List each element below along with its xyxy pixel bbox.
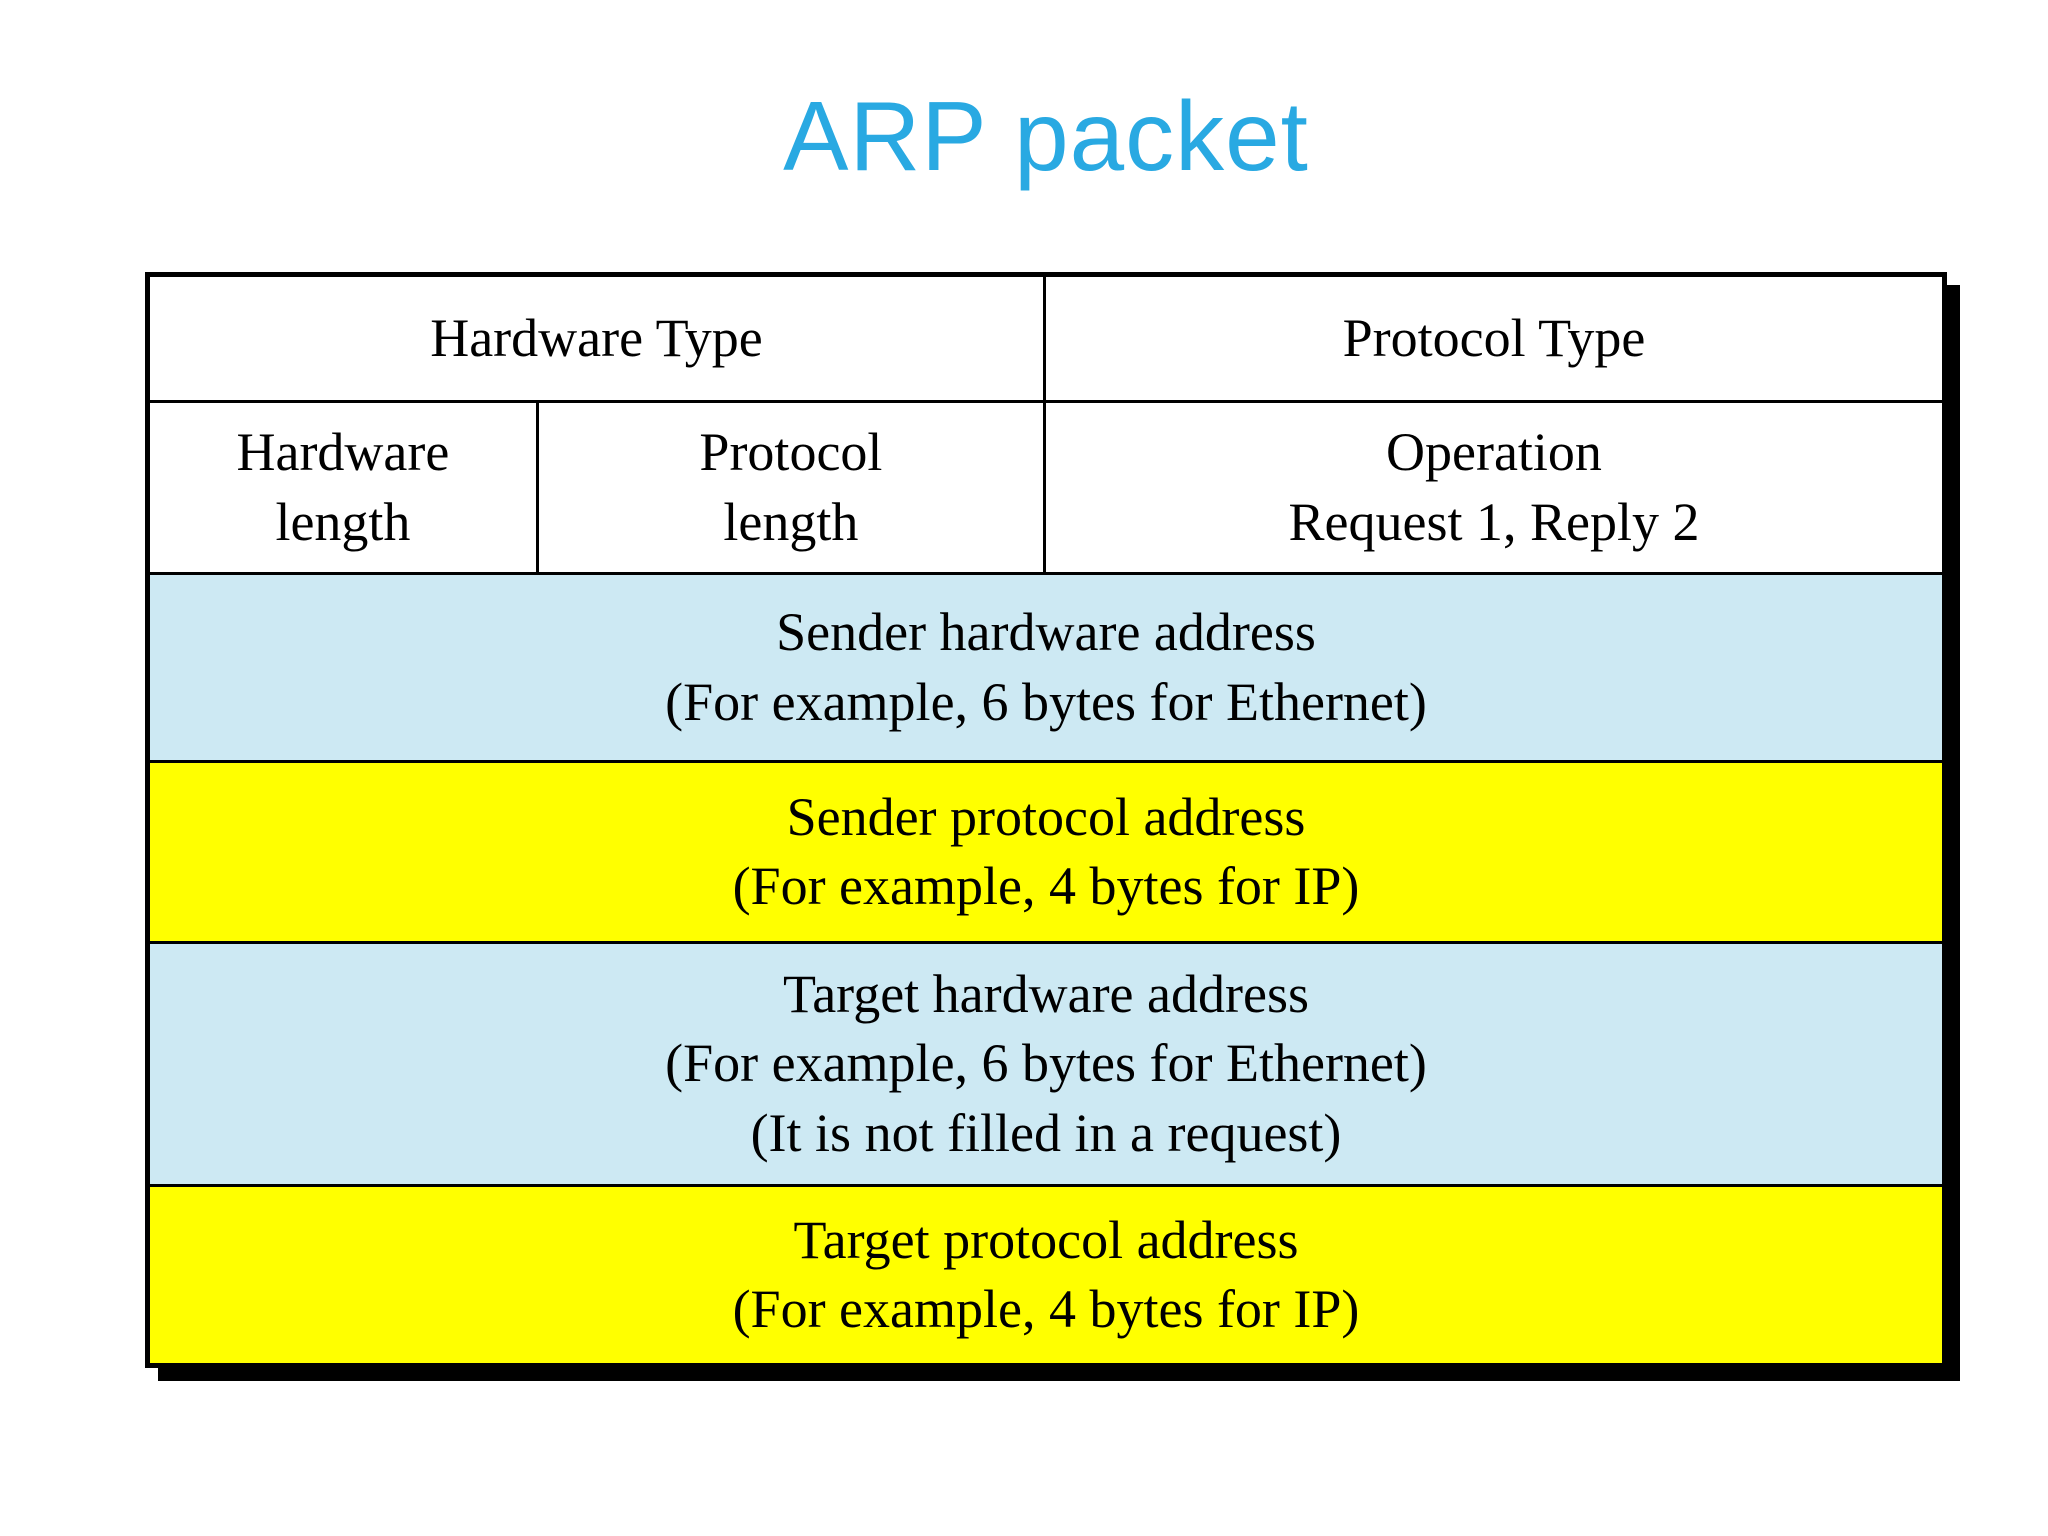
field-label: Hardware Type — [430, 307, 763, 368]
field-note: Request 1, Reply 2 — [1288, 491, 1700, 552]
field-note: (For example, 6 bytes for Ethernet) — [665, 671, 1427, 732]
cell-hardware-type: Hardware Type — [150, 277, 1046, 400]
field-label: Target protocol address — [793, 1209, 1299, 1270]
field-label: Hardware — [236, 422, 450, 483]
cell-operation: Operation Request 1, Reply 2 — [1046, 403, 1942, 572]
field-label: length — [275, 491, 411, 552]
page-title: ARP packet — [783, 81, 1309, 191]
field-note: (For example, 4 bytes for IP) — [732, 1279, 1360, 1339]
cell-target-hardware-address: Target hardware address (For example, 6 … — [150, 944, 1942, 1184]
field-label: Sender protocol address — [786, 786, 1306, 847]
field-note: (For example, 6 bytes for Ethernet) — [665, 1033, 1427, 1094]
cell-sender-hardware-address: Sender hardware address (For example, 6 … — [150, 575, 1942, 760]
row-length-operation: Hardware length Protocol length Operatio… — [150, 400, 1942, 572]
field-note: (For example, 4 bytes for IP) — [732, 856, 1360, 916]
row-sender-protocol-address: Sender protocol address (For example, 4 … — [150, 760, 1942, 941]
row-type-fields: Hardware Type Protocol Type — [150, 277, 1942, 400]
cell-target-protocol-address: Target protocol address (For example, 4 … — [150, 1187, 1942, 1363]
cell-protocol-length: Protocol length — [539, 403, 1046, 572]
field-label: length — [723, 491, 859, 552]
field-label: Protocol — [699, 422, 883, 483]
field-note: (It is not filled in a request) — [750, 1102, 1342, 1163]
cell-protocol-type: Protocol Type — [1046, 277, 1942, 400]
row-target-protocol-address: Target protocol address (For example, 4 … — [150, 1184, 1942, 1363]
arp-packet-table: Hardware Type Protocol Type Hardware len… — [145, 272, 1947, 1368]
row-target-hardware-address: Target hardware address (For example, 6 … — [150, 941, 1942, 1184]
cell-sender-protocol-address: Sender protocol address (For example, 4 … — [150, 763, 1942, 941]
field-label: Sender hardware address — [776, 602, 1316, 663]
cell-hardware-length: Hardware length — [150, 403, 539, 572]
field-label: Target hardware address — [783, 964, 1309, 1025]
field-label: Operation — [1386, 422, 1602, 483]
row-sender-hardware-address: Sender hardware address (For example, 6 … — [150, 572, 1942, 760]
field-label: Protocol Type — [1342, 307, 1646, 368]
